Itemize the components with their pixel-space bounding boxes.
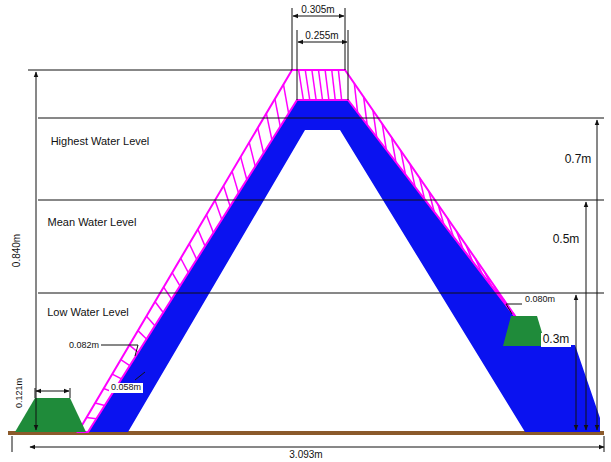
dimension-label: 0.255m xyxy=(303,30,340,41)
water-level-label: Mean Water Level xyxy=(46,216,139,228)
hatch-stroke xyxy=(305,70,310,100)
water-level-lines xyxy=(38,118,604,293)
hatch-stroke xyxy=(121,360,130,366)
hatch-stroke xyxy=(338,70,341,100)
water-level-label: Low Water Level xyxy=(45,306,131,318)
dimension-label: 0.082m xyxy=(67,341,101,351)
hatch-stroke xyxy=(181,258,189,272)
hatch-stroke xyxy=(475,259,482,274)
hatch-stroke xyxy=(189,244,196,260)
hatch-stroke xyxy=(364,97,368,125)
dimension-label: 0.080m xyxy=(523,295,557,305)
dimension-label: 3.093m xyxy=(287,449,324,460)
dimension-label: 0.058m xyxy=(109,383,143,393)
dimension-label: 0.5m xyxy=(551,233,582,246)
hatch-stroke xyxy=(241,157,247,180)
hatch-stroke xyxy=(275,99,280,127)
hatch-stroke xyxy=(429,191,434,212)
hatch-stroke xyxy=(283,84,288,113)
hatch-stroke xyxy=(438,205,444,224)
hatch-stroke xyxy=(447,218,453,236)
hatch-stroke xyxy=(457,232,463,249)
hatch-stroke xyxy=(232,171,238,193)
hatch-stroke xyxy=(112,374,121,379)
hatch-stroke xyxy=(325,70,329,100)
hatch-stroke xyxy=(155,302,163,313)
hatch-stroke xyxy=(215,200,222,219)
hatch-stroke xyxy=(392,137,396,162)
hatch-stroke xyxy=(299,70,304,100)
right-toe xyxy=(503,316,546,346)
hatch-stroke xyxy=(401,151,406,175)
dimension-label: 0.121m xyxy=(15,376,25,410)
hatch-stroke xyxy=(410,164,415,187)
hatch-stroke xyxy=(198,229,205,246)
hatch-stroke xyxy=(206,215,213,233)
hatch-stroke xyxy=(332,70,336,100)
core-layer xyxy=(88,100,600,432)
dimension-label: 0.3m xyxy=(541,333,572,346)
hatch-stroke xyxy=(95,403,105,405)
hatch-stroke xyxy=(249,142,255,166)
hatch-stroke xyxy=(420,178,425,200)
dimension-label: 0.305m xyxy=(299,4,336,15)
armour-layer xyxy=(78,70,530,432)
hatch-stroke xyxy=(485,272,492,286)
left-toe xyxy=(15,398,86,432)
hatch-stroke xyxy=(224,186,231,206)
hatch-stroke xyxy=(87,418,97,419)
dimension-label: 0.840m xyxy=(12,231,23,268)
hatch-stroke xyxy=(172,273,180,286)
hatch-stroke xyxy=(138,331,147,339)
hatch-stroke xyxy=(312,70,316,100)
hatch-stroke xyxy=(466,245,472,261)
armour-hatching xyxy=(87,70,521,419)
dimension-lines xyxy=(12,8,604,452)
dimension-label: 0.7m xyxy=(563,153,594,166)
hatch-stroke xyxy=(382,124,386,150)
hatch-stroke xyxy=(354,83,357,112)
water-level-label: Highest Water Level xyxy=(49,135,152,147)
hatch-stroke xyxy=(258,128,264,153)
hatch-stroke xyxy=(373,110,377,137)
hatch-stroke xyxy=(319,70,323,100)
hatch-stroke xyxy=(146,316,154,326)
hatch-stroke xyxy=(266,113,272,139)
hatch-stroke xyxy=(494,286,501,299)
